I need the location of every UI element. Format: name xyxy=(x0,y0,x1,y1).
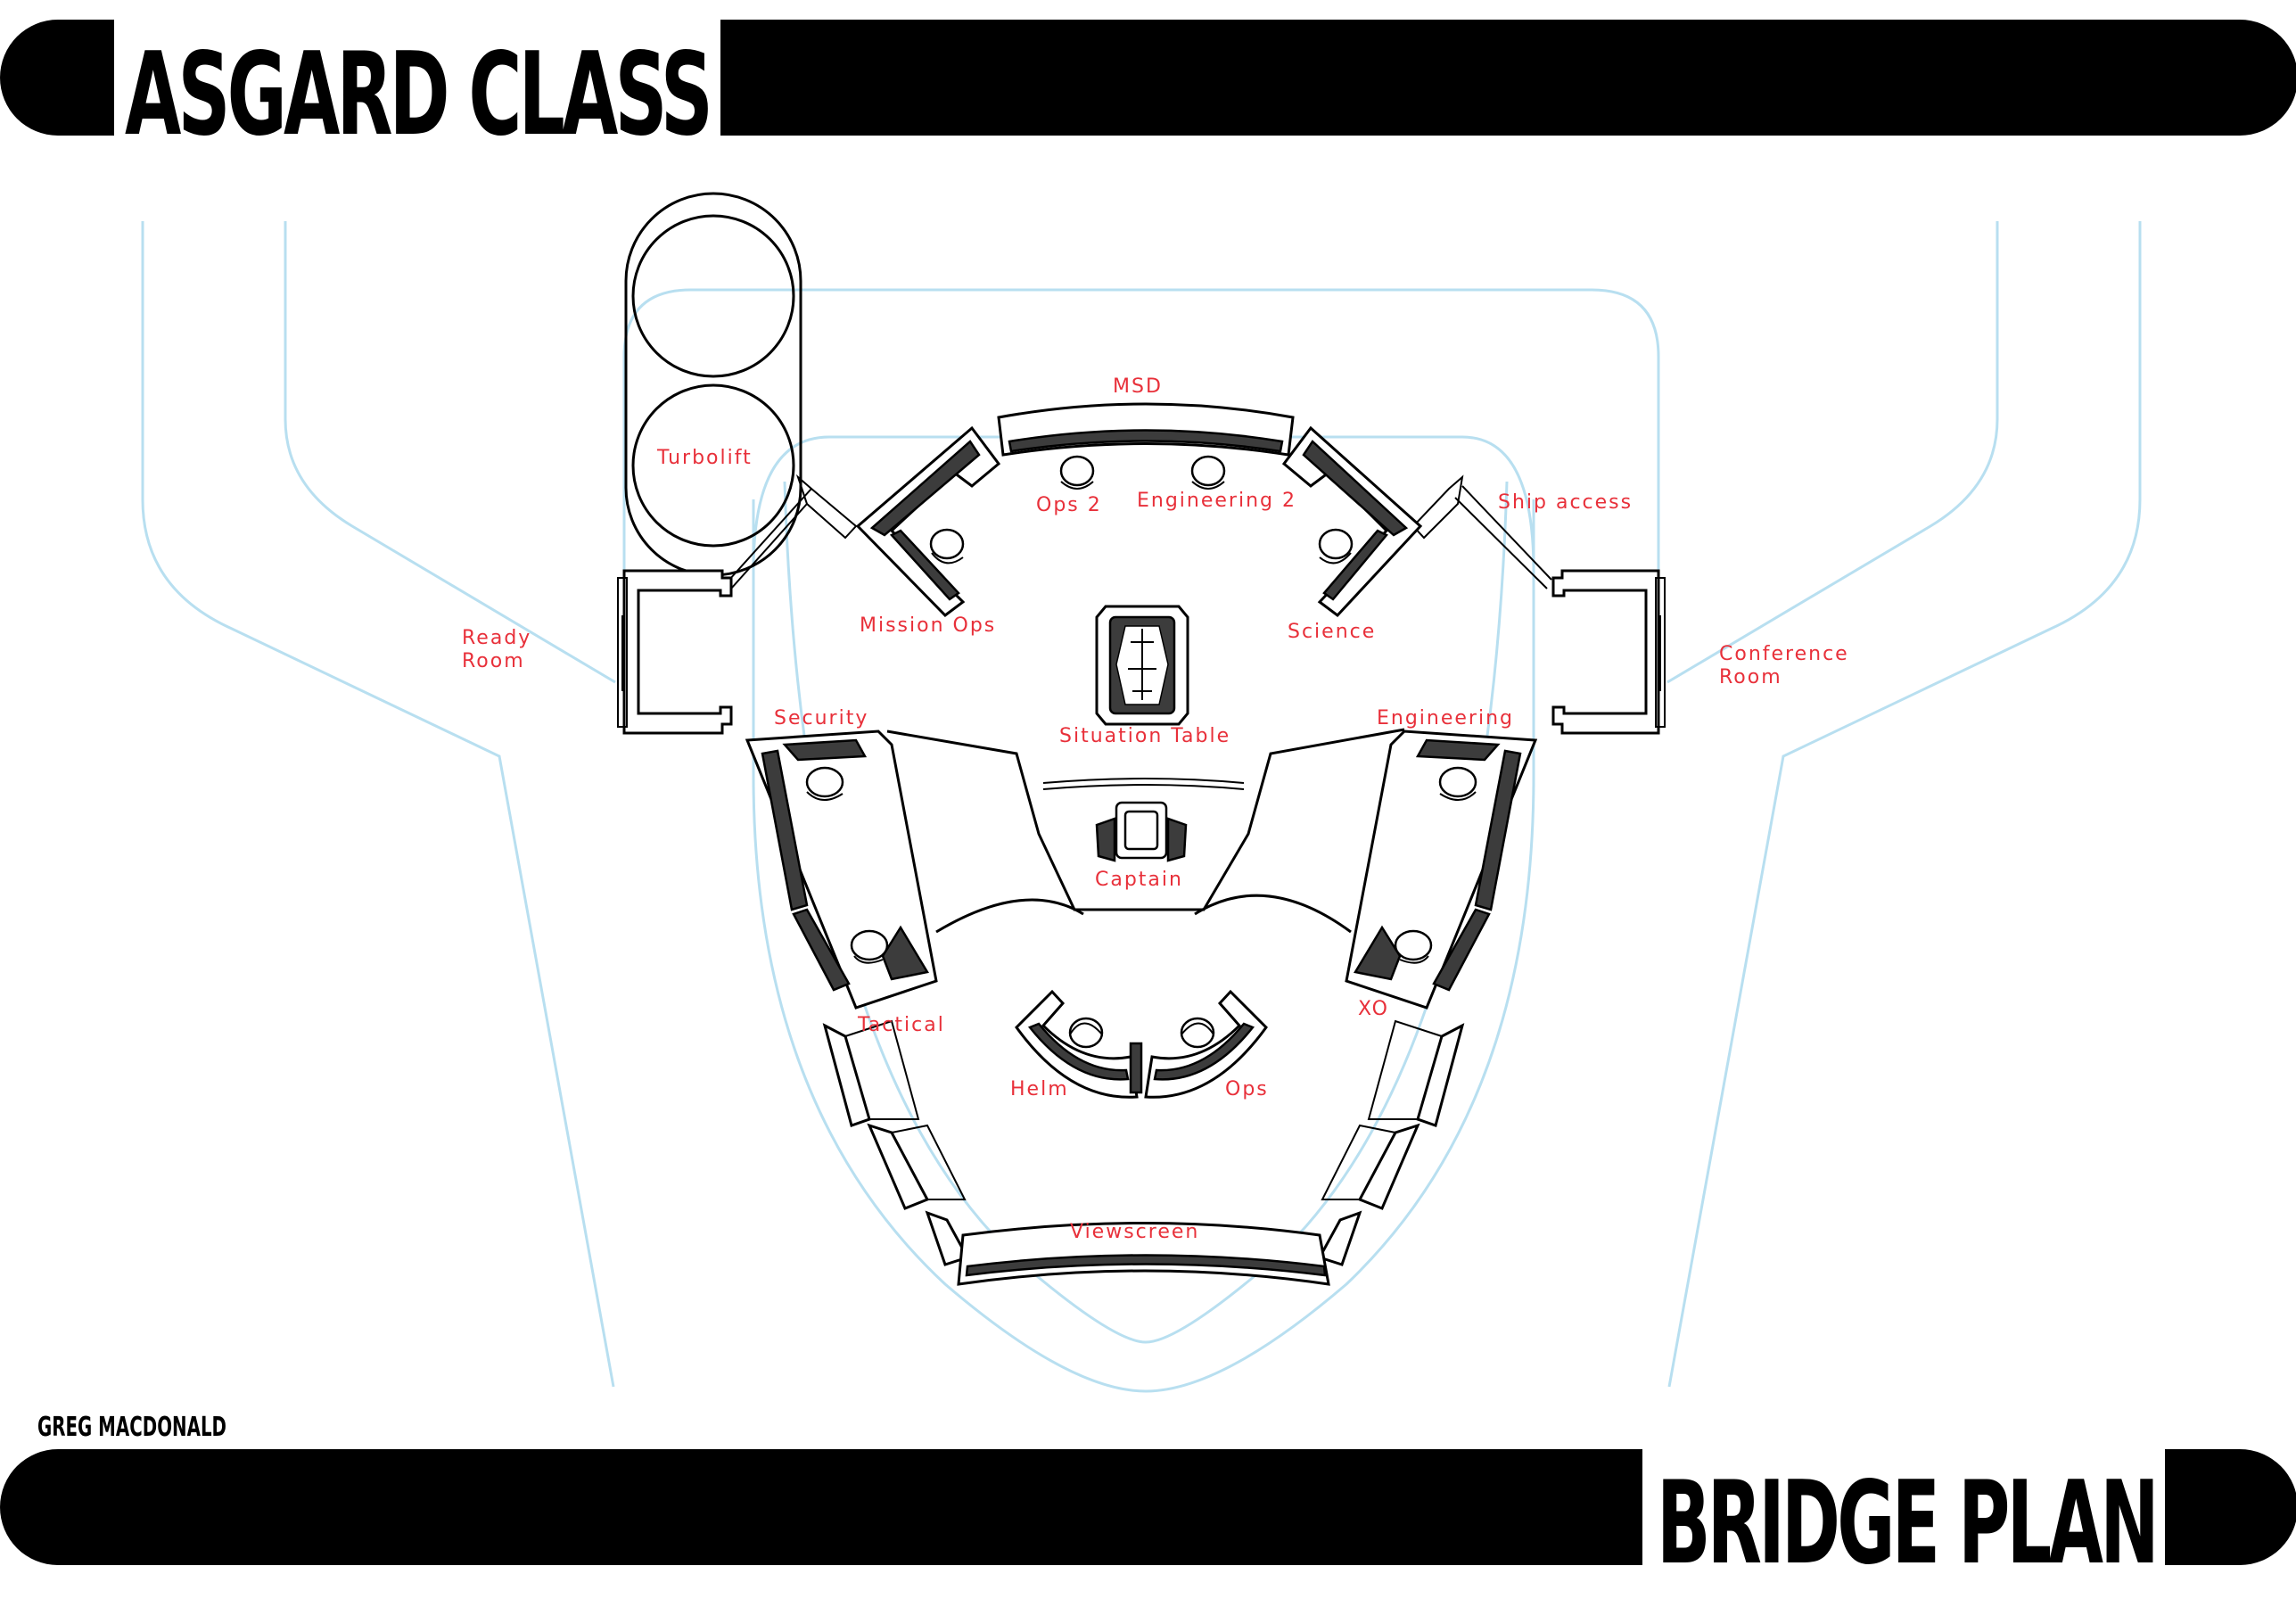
engineering-xo-console xyxy=(1345,729,1538,1010)
label-conference-room-line1: Conference xyxy=(1719,643,1849,665)
turbolift xyxy=(624,192,802,584)
label-turbolift: Turbolift xyxy=(656,447,753,469)
viewscreen xyxy=(957,1222,1330,1286)
situation-table xyxy=(1095,605,1189,726)
label-xo: XO xyxy=(1358,998,1389,1020)
header-banner: ASGARD CLASS xyxy=(0,20,2296,161)
footer-title: BRIDGE PLAN xyxy=(1657,1457,2156,1590)
captain-chair xyxy=(1095,801,1188,862)
label-ready-room-line1: Ready xyxy=(462,627,531,649)
label-security: Security xyxy=(774,707,868,729)
label-captain: Captain xyxy=(1095,869,1183,891)
helm-ops-consoles xyxy=(1015,989,1268,1099)
command-deck-outline xyxy=(886,728,1405,934)
label-ops2: Ops 2 xyxy=(1036,494,1102,516)
label-ops: Ops xyxy=(1225,1078,1269,1100)
label-helm: Helm xyxy=(1010,1078,1069,1100)
label-msd: MSD xyxy=(1113,375,1163,398)
aft-chairs xyxy=(1059,455,1226,490)
science-console xyxy=(1281,425,1423,618)
footer-banner: BRIDGE PLAN GREG MACDONALD xyxy=(0,1412,2296,1590)
label-conference-room-line2: Room xyxy=(1719,666,1782,688)
security-tactical-console xyxy=(745,729,938,1010)
author-credit: GREG MACDONALD xyxy=(37,1412,226,1443)
label-engineering: Engineering xyxy=(1377,707,1514,729)
header-title: ASGARD CLASS xyxy=(125,29,710,161)
label-ready-room-line2: Room xyxy=(462,650,525,672)
bridge-walls xyxy=(617,474,1666,1266)
label-situation-table: Situation Table xyxy=(1059,725,1230,747)
label-engineering2: Engineering 2 xyxy=(1137,490,1296,512)
station-labels: MSD Turbolift Ops 2 Engineering 2 Ship a… xyxy=(462,375,1849,1243)
label-mission-ops: Mission Ops xyxy=(860,614,996,637)
label-science: Science xyxy=(1288,621,1376,643)
mission-ops-console xyxy=(855,425,1001,617)
label-ship-access: Ship access xyxy=(1498,491,1633,514)
msd-console xyxy=(997,402,1295,457)
label-viewscreen: Viewscreen xyxy=(1070,1221,1199,1243)
label-tactical: Tactical xyxy=(857,1014,945,1036)
